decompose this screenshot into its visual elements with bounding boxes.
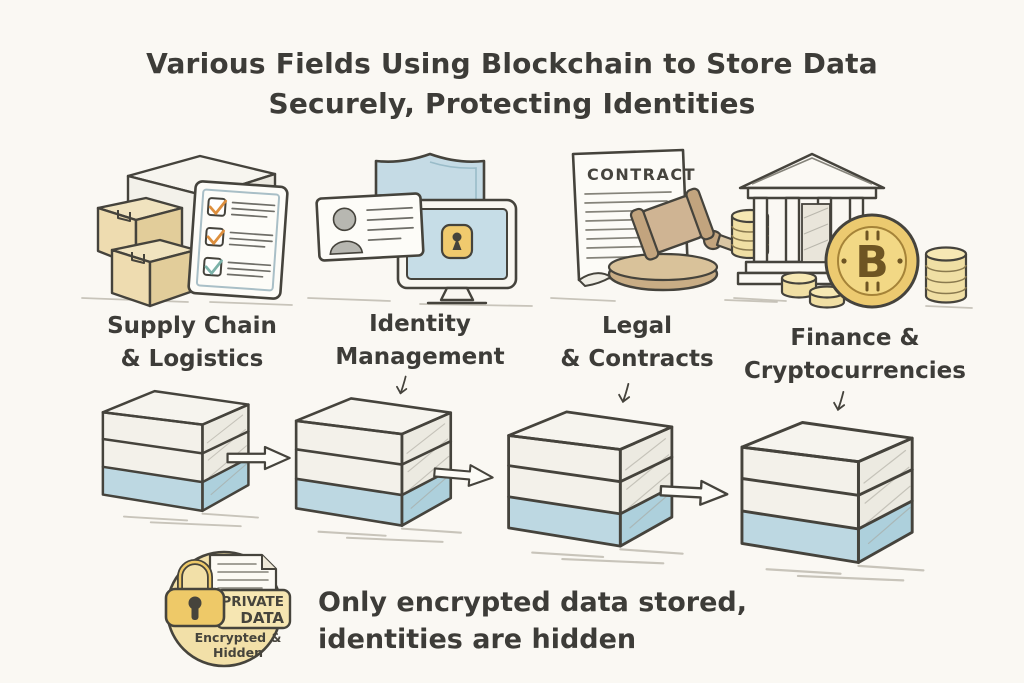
field-label-line: Finance &	[790, 325, 920, 351]
private-data-badge: PRIVATE DATA Encrypted & Hidden	[164, 550, 292, 668]
field-label-identity: Identity Management	[310, 308, 530, 374]
footer-note-line: identities are hidden	[318, 624, 637, 655]
block-flow-arrow-2	[431, 456, 498, 493]
lock-badge-icon	[440, 223, 474, 260]
field-label-line: Supply Chain	[107, 313, 277, 339]
field-label-line: Management	[335, 344, 505, 370]
package-box-icon	[110, 238, 198, 308]
field-label-line: Identity	[369, 311, 471, 337]
private-data-tag: PRIVATE DATA	[214, 588, 292, 630]
field-label-line: Cryptocurrencies	[744, 358, 966, 384]
badge-sub-line: Hidden	[213, 645, 263, 660]
blockchain-block-4	[733, 400, 929, 585]
identity-management-illustration	[307, 152, 533, 307]
bitcoin-symbol: B	[855, 237, 889, 288]
bitcoin-coin-icon: B	[824, 213, 920, 309]
block-flow-arrow-1	[225, 443, 293, 473]
field-label-line: Legal	[601, 313, 673, 339]
avatar	[332, 207, 357, 232]
page-title: Various Fields Using Blockchain to Store…	[0, 44, 1024, 124]
footer-note: Only encrypted data stored, identities a…	[318, 584, 747, 658]
padlock-icon	[164, 559, 226, 628]
document-icon	[208, 553, 278, 595]
gavel-icon	[607, 187, 761, 292]
block-flow-arrow-3	[651, 475, 738, 510]
id-card-icon	[315, 192, 425, 262]
field-label-finance: Finance & Cryptocurrencies	[735, 322, 975, 388]
coin-stack-icon	[924, 246, 968, 304]
field-label-line: & Contracts	[560, 346, 714, 372]
contract-title: CONTRACT	[587, 165, 696, 184]
title-line-2: Securely, Protecting Identities	[268, 87, 756, 120]
badge-sub-line: Encrypted &	[195, 630, 282, 645]
finance-crypto-illustration: B	[730, 152, 973, 309]
title-line-1: Various Fields Using Blockchain to Store…	[146, 47, 878, 80]
legal-contracts-illustration: CONTRACT	[550, 148, 778, 303]
footer-note-line: Only encrypted data stored,	[318, 587, 747, 618]
badge-tag-line: DATA	[240, 609, 284, 627]
coin-stack-icon	[780, 271, 846, 309]
monitor-icon	[396, 198, 518, 305]
badge-tag-line: PRIVATE	[221, 594, 284, 610]
field-label-legal: Legal & Contracts	[527, 310, 747, 376]
checklist-icon	[187, 180, 289, 300]
field-label-line: & Logistics	[120, 346, 264, 372]
supply-chain-illustration	[81, 154, 293, 308]
field-label-supply-chain: Supply Chain & Logistics	[82, 310, 302, 376]
